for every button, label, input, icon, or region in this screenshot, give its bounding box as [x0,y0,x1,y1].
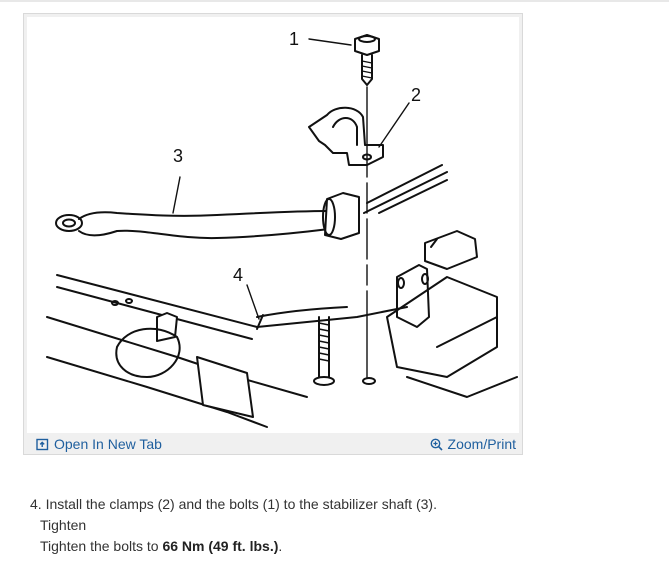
top-divider [0,0,669,2]
figure-footer: Open In New Tab Zoom/Print [24,434,522,454]
step-instruction: 4. Install the clamps (2) and the bolts … [30,496,437,512]
callout-2: 2 [411,85,421,105]
callout-4: 4 [233,265,243,285]
torque-value: 66 Nm (49 ft. lbs.) [162,538,279,554]
open-in-new-tab-icon [36,438,49,450]
zoom-print-link[interactable]: Zoom/Print [430,434,516,454]
open-in-new-tab-link[interactable]: Open In New Tab [36,434,162,454]
torque-prefix: Tighten the bolts to [40,538,163,554]
callout-3: 3 [173,146,183,166]
torque-spec: Tighten the bolts to 66 Nm (49 ft. lbs.)… [40,536,282,556]
zoom-print-label: Zoom/Print [447,436,516,452]
stabilizer-shaft-diagram[interactable]: 1 2 3 4 [27,17,519,433]
zoom-magnifier-icon [430,438,443,451]
torque-suffix: . [278,538,283,554]
figure-container: 1 2 3 4 Open In New Tab Zoom/Print [23,13,523,455]
callout-1: 1 [289,29,299,49]
open-in-new-tab-label: Open In New Tab [54,436,162,452]
tighten-label: Tighten [40,517,87,533]
